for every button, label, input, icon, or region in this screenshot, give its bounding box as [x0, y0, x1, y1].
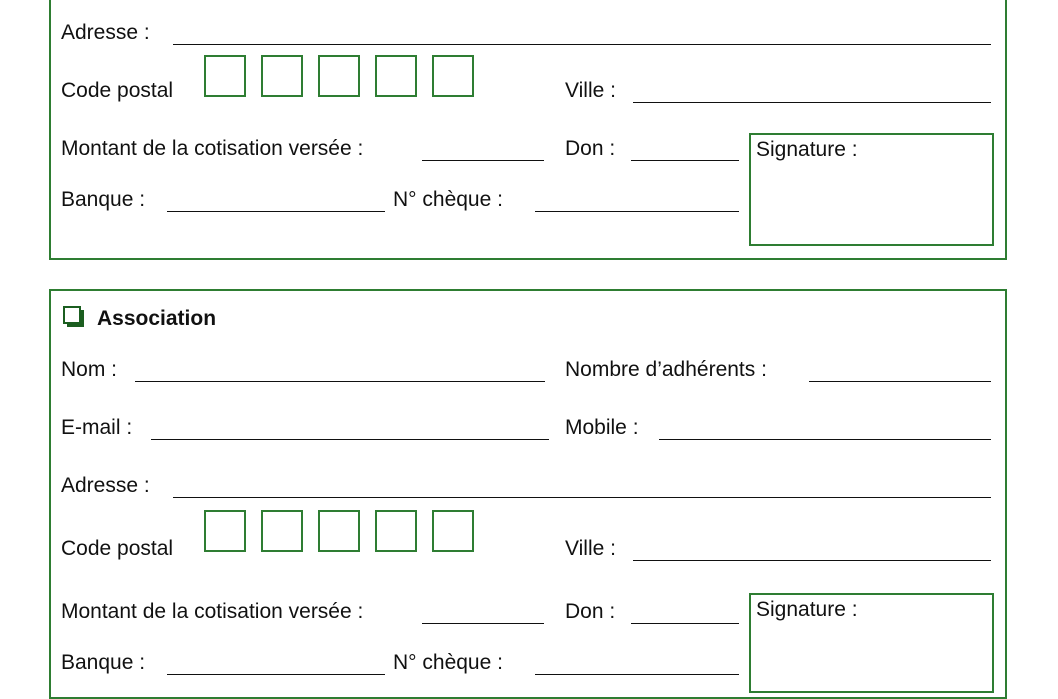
address-label: Adresse : — [61, 21, 150, 44]
postal-digit-box[interactable] — [204, 510, 246, 552]
address-field[interactable] — [173, 497, 991, 498]
city-field[interactable] — [633, 560, 991, 561]
postal-digit-box[interactable] — [261, 510, 303, 552]
signature-box[interactable]: Signature : — [749, 133, 994, 246]
postal-digit-box[interactable] — [375, 55, 417, 97]
address-label: Adresse : — [61, 474, 150, 497]
name-label: Nom : — [61, 358, 118, 381]
donation-field[interactable] — [631, 160, 739, 161]
postal-digit-box[interactable] — [204, 55, 246, 97]
donation-label: Don : — [565, 600, 616, 623]
postal-digit-box[interactable] — [318, 510, 360, 552]
mobile-label: Mobile : — [565, 416, 639, 439]
bank-field[interactable] — [167, 211, 385, 212]
postal-digit-box[interactable] — [375, 510, 417, 552]
amount-field[interactable] — [422, 160, 544, 161]
members-count-label: Nombre d’adhérents : — [565, 358, 767, 381]
signature-box[interactable]: Signature : — [749, 593, 994, 693]
cheque-label: N° chèque : — [393, 651, 503, 674]
signature-label: Signature : — [756, 138, 858, 161]
members-count-field[interactable] — [809, 381, 991, 382]
mobile-field[interactable] — [659, 439, 991, 440]
postal-code-label: Code postal — [61, 79, 174, 102]
city-label: Ville : — [565, 79, 616, 102]
donation-label: Don : — [565, 137, 616, 160]
city-field[interactable] — [633, 102, 991, 103]
section-title: Association — [97, 307, 217, 330]
cheque-label: N° chèque : — [393, 188, 503, 211]
cheque-field[interactable] — [535, 211, 739, 212]
amount-field[interactable] — [422, 623, 544, 624]
postal-digit-box[interactable] — [432, 55, 474, 97]
signature-label: Signature : — [756, 598, 858, 621]
amount-label: Montant de la cotisation versée : — [61, 137, 364, 160]
city-label: Ville : — [565, 537, 616, 560]
postal-digit-box[interactable] — [261, 55, 303, 97]
address-field[interactable] — [173, 44, 991, 45]
member-form-panel: Adresse : Code postal Ville : Montant de… — [49, 0, 1007, 260]
amount-label: Montant de la cotisation versée : — [61, 600, 364, 623]
postal-digit-box[interactable] — [318, 55, 360, 97]
checkbox-icon[interactable] — [63, 306, 85, 328]
postal-digit-box[interactable] — [432, 510, 474, 552]
postal-code-label: Code postal — [61, 537, 174, 560]
name-field[interactable] — [135, 381, 545, 382]
bank-label: Banque : — [61, 651, 146, 674]
association-form-panel: Association Nom : Nombre d’adhérents : E… — [49, 289, 1007, 699]
email-label: E-mail : — [61, 416, 133, 439]
email-field[interactable] — [151, 439, 549, 440]
donation-field[interactable] — [631, 623, 739, 624]
bank-label: Banque : — [61, 188, 146, 211]
